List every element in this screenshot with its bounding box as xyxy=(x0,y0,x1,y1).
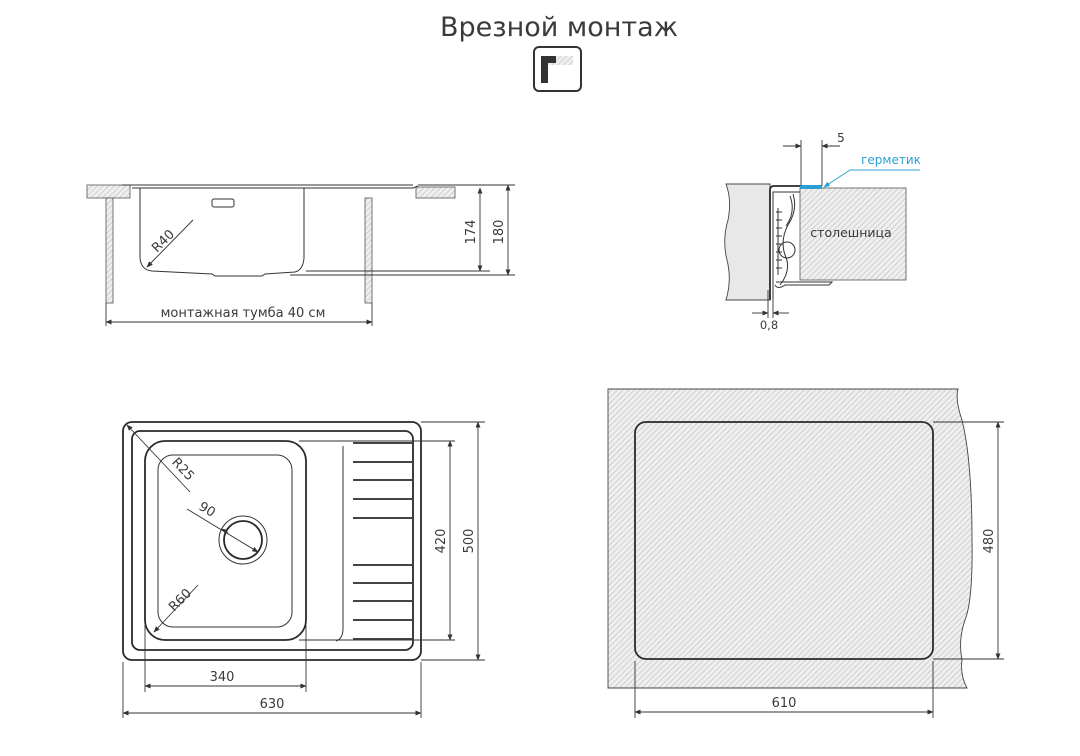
bowl-inner xyxy=(157,454,293,628)
drain-90-label: 90 xyxy=(196,499,218,520)
countertop-plan xyxy=(607,388,973,689)
width-340-label: 340 xyxy=(210,670,235,685)
sink-rim-inner xyxy=(131,430,414,651)
countertop-label: столешница xyxy=(810,225,891,240)
drainboard-edge xyxy=(335,446,344,642)
drainboard-ribs xyxy=(353,442,412,640)
sealant-label: герметик xyxy=(861,153,921,167)
clamp-base xyxy=(774,281,834,288)
mounting-clip xyxy=(779,193,796,286)
length-500-label: 500 xyxy=(462,529,477,554)
mounting-detail: 5 герметик столешница 0,8 xyxy=(724,131,921,332)
depth-180-label: 180 xyxy=(492,220,507,245)
sink-rim xyxy=(122,184,419,189)
r40-label: R40 xyxy=(149,227,178,256)
cutout-length-label: 480 xyxy=(982,529,997,554)
cutout-opening xyxy=(634,421,934,660)
side-view: R40 174 180 монтажная тумба 40 см xyxy=(86,184,515,326)
drain-outer xyxy=(218,515,268,565)
cabinet-leg-right xyxy=(364,197,373,304)
cutout-view: 480 610 xyxy=(607,388,1004,718)
drain-inner xyxy=(223,520,263,560)
sink-outer-edge xyxy=(122,421,422,661)
r25-label: R25 xyxy=(168,455,196,484)
page-title: Врезной монтаж xyxy=(440,12,678,43)
sink-plan-view: R25 90 R60 420 500 340 630 xyxy=(122,421,485,718)
bowl-profile xyxy=(139,188,305,277)
sealant xyxy=(800,185,822,189)
countertop-section xyxy=(799,187,907,281)
cabinet-label: монтажная тумба 40 см xyxy=(161,306,326,321)
cabinet-leg-left xyxy=(105,197,114,304)
depth-174-label: 174 xyxy=(464,220,479,245)
width-630-label: 630 xyxy=(260,697,285,712)
screw xyxy=(776,208,782,275)
overflow xyxy=(211,198,235,208)
gap-5-label: 5 xyxy=(837,131,845,145)
r60-label: R60 xyxy=(166,586,195,615)
bowl-outer xyxy=(144,440,307,641)
cabinet-wall xyxy=(724,183,771,301)
thickness-label: 0,8 xyxy=(760,318,778,332)
cutout-width-label: 610 xyxy=(772,696,797,711)
countertop-left xyxy=(86,184,131,199)
r40-leader xyxy=(146,219,194,268)
length-420-label: 420 xyxy=(434,529,449,554)
flush-mount-icon xyxy=(533,46,582,92)
countertop-right xyxy=(415,186,456,199)
